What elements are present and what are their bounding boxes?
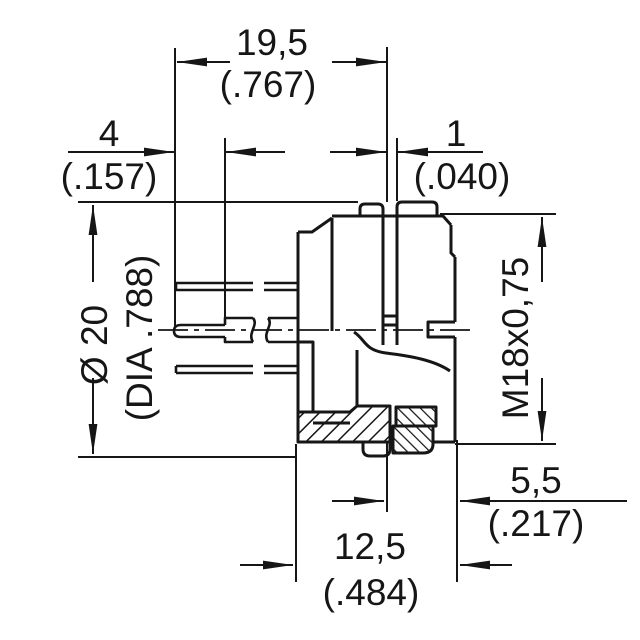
solder-lug xyxy=(361,440,392,458)
label-overall-inch: (.767) xyxy=(220,64,317,105)
flange-step-lower xyxy=(298,340,315,412)
section-hatching xyxy=(296,404,438,458)
keyway-notch xyxy=(426,320,455,339)
label-pintip-inch: (.157) xyxy=(61,156,158,197)
dimension-lines xyxy=(68,57,627,570)
hatched-ring-upper-right xyxy=(394,405,438,428)
top-tab-right xyxy=(395,200,439,215)
pin-upper xyxy=(174,281,298,292)
label-body-mm: 12,5 xyxy=(334,526,406,567)
top-tab-left xyxy=(358,202,385,216)
section-break-curve xyxy=(353,330,451,373)
right-face-inner xyxy=(449,225,457,259)
solder-pins xyxy=(172,281,298,375)
flange-top-edge xyxy=(298,216,333,234)
label-offset-inch: (.040) xyxy=(414,156,511,197)
label-thread: M18x0,75 xyxy=(495,257,536,420)
label-pintip-mm: 4 xyxy=(99,113,120,154)
dimension-labels: 19,5 (.767) 4 (.157) 1 (.040) Ø 20 (DIA … xyxy=(61,22,585,613)
extension-lines xyxy=(78,47,556,582)
label-body-inch: (.484) xyxy=(323,572,420,613)
label-diameter-inch: (DIA .788) xyxy=(119,255,160,422)
label-rear-mm: 5,5 xyxy=(510,460,561,501)
label-overall-mm: 19,5 xyxy=(236,22,308,63)
label-diameter-mm: Ø 20 xyxy=(74,305,115,385)
hatched-ring-lower-right xyxy=(391,424,435,455)
body-top-edge xyxy=(332,214,453,226)
connector-body-outline xyxy=(296,200,457,444)
pin-lower xyxy=(174,364,298,375)
label-offset-mm: 1 xyxy=(446,113,467,154)
label-rear-inch: (.217) xyxy=(488,503,585,544)
